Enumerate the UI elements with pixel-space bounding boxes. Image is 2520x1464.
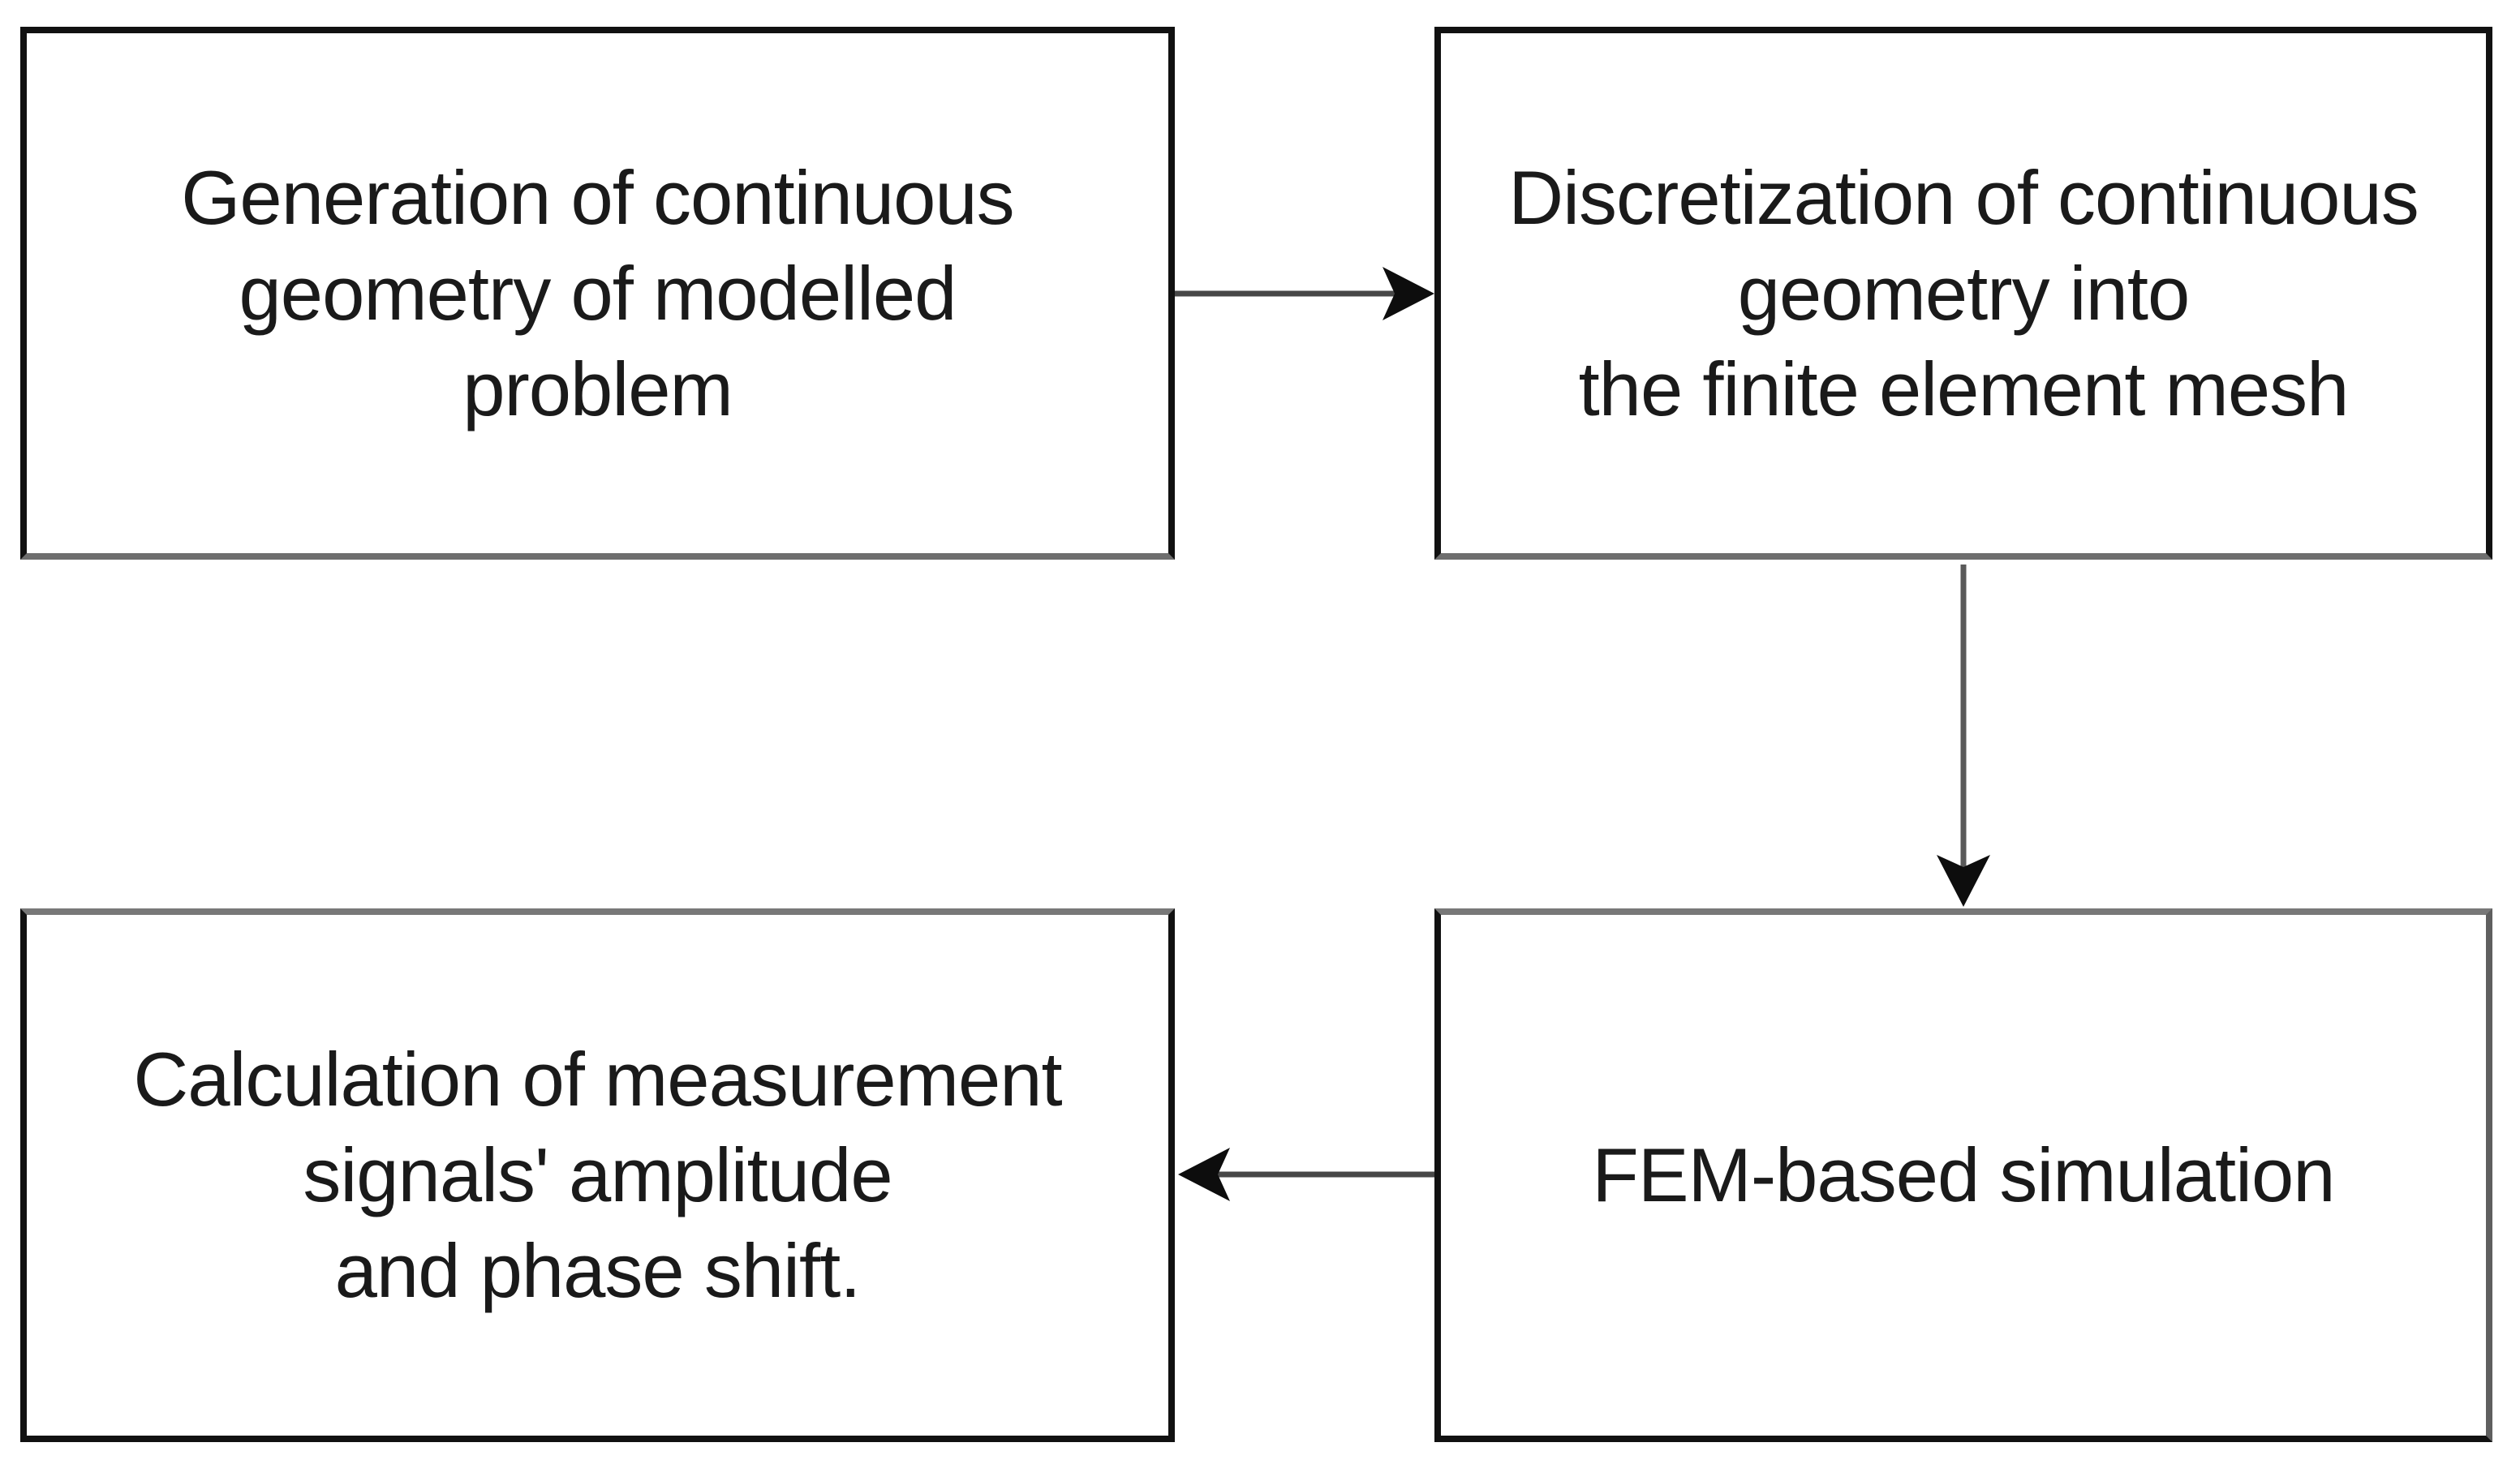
arrow-discretization-to-fem [1937, 565, 1990, 907]
box-calculation-label: Calculation of measurement signals' ampl… [133, 1037, 1062, 1313]
arrow-down-head-icon [1937, 855, 1990, 907]
arrow-right-head-icon [1383, 267, 1434, 320]
flowchart-box-calculation: Calculation of measurement signals' ampl… [20, 908, 1175, 1442]
box-discretization-label: Discretization of continuous geometry in… [1508, 154, 2419, 431]
flowchart-box-discretization: Discretization of continuous geometry in… [1434, 27, 2492, 560]
flowchart-box-generation: Generation of continuous geometry of mod… [20, 27, 1175, 560]
arrow-generation-to-discretization [1175, 267, 1434, 320]
arrow-fem-to-calculation [1178, 1148, 1434, 1201]
arrow-left-head-icon [1178, 1148, 1230, 1201]
flowchart-box-fem-simulation: FEM-based simulation [1434, 908, 2492, 1442]
box-generation-label: Generation of continuous geometry of mod… [181, 154, 1014, 431]
box-fem-simulation-label: FEM-based simulation [1592, 1132, 2335, 1217]
